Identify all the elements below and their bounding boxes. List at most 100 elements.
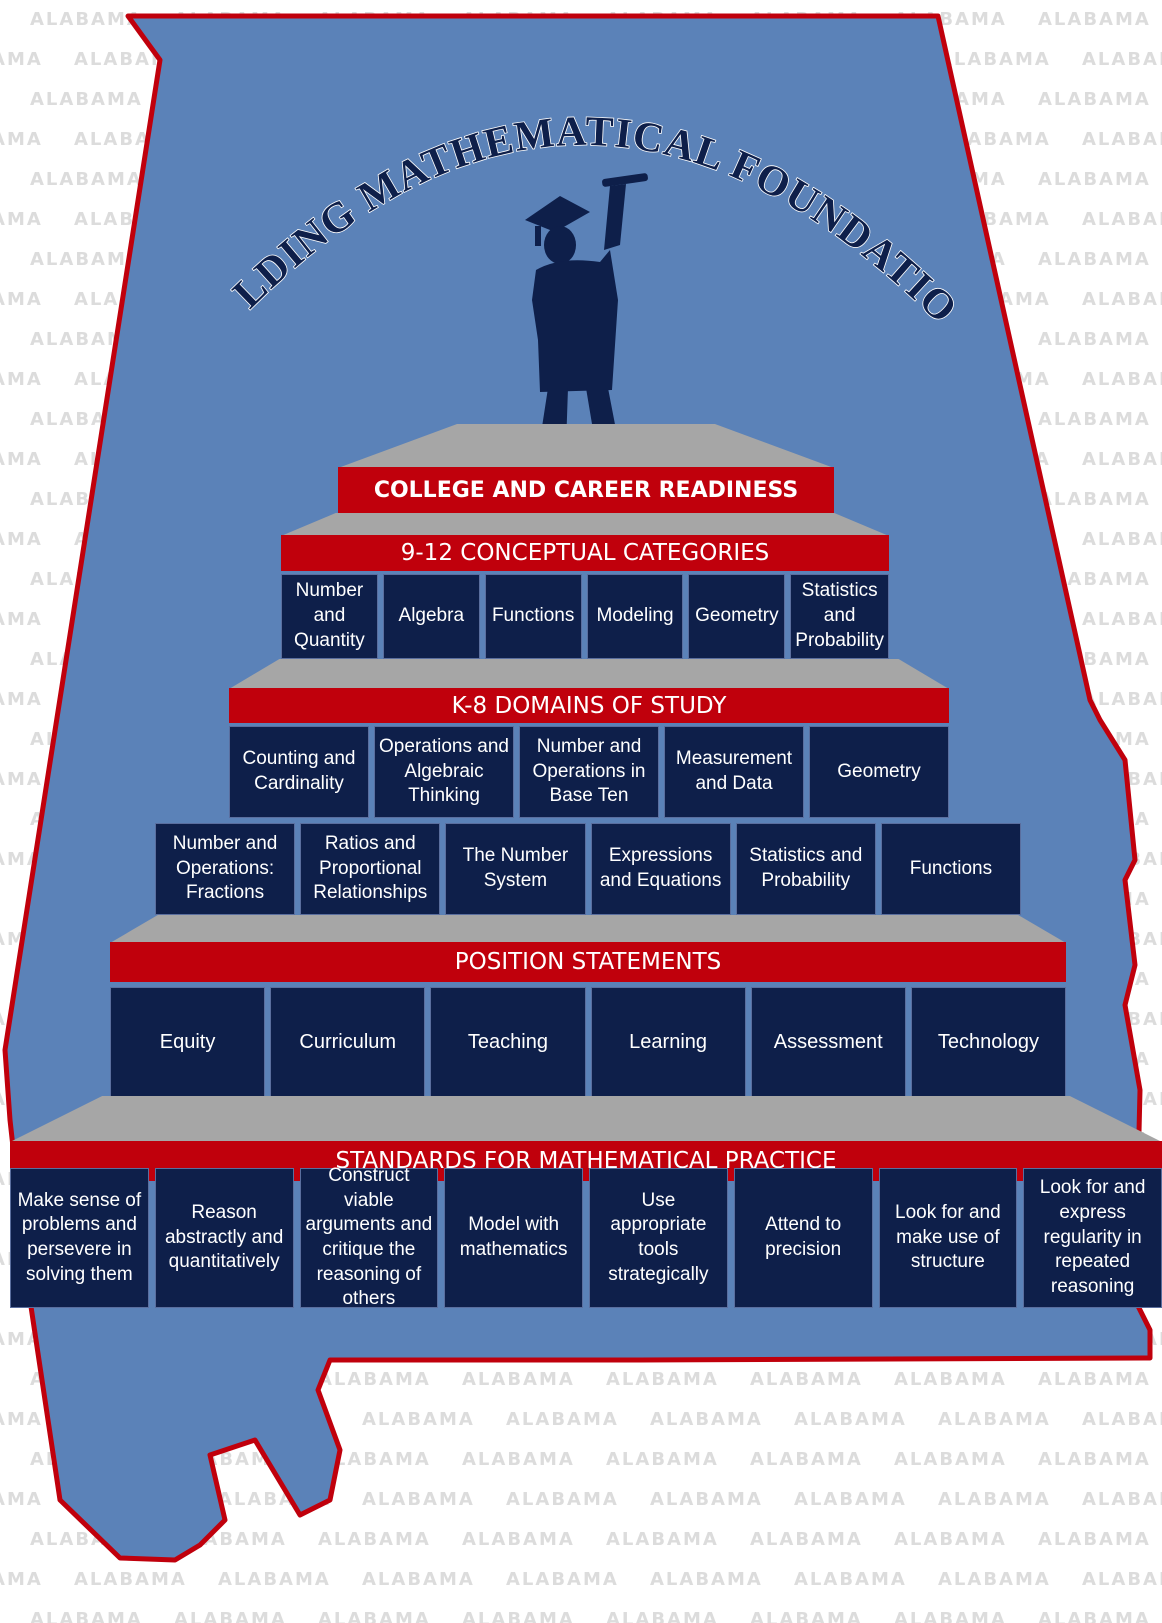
math-practice-box: Model with mathematics: [444, 1168, 583, 1308]
watermark-text: ALABAMA: [1082, 1569, 1162, 1590]
watermark-text: ALABAMA: [174, 1609, 287, 1623]
watermark-text: ALABAMA: [894, 1609, 1007, 1623]
title-arc: BUILDING MATHEMATICAL FOUNDATIONS: [0, 0, 966, 334]
watermark-text: ALABAMA: [318, 1369, 431, 1390]
watermark-text: ALABAMA: [362, 1569, 475, 1590]
watermark-text: ALABAMA: [0, 1489, 43, 1510]
watermark-text: ALABAMA: [1082, 1409, 1162, 1430]
watermark-text: ALABAMA: [462, 1609, 575, 1623]
watermark-text: ALABAMA: [650, 1409, 763, 1430]
math-practice-box: Construct viable arguments and critique …: [299, 1165, 439, 1309]
college-career-readiness-band: COLLEGE AND CAREER READINESS: [338, 467, 834, 513]
position-statement-box: Learning: [590, 987, 746, 1097]
standards-practice-row: Make sense of problems and persevere in …: [10, 1165, 1162, 1309]
watermark-text: ALABAMA: [1082, 369, 1162, 390]
watermark-text: ALABAMA: [0, 769, 43, 790]
k8-domain-box: Geometry: [809, 726, 949, 818]
k8-domain-box: Ratios and Proportional Relationships: [300, 823, 441, 915]
watermark-text: ALABAMA: [750, 1369, 863, 1390]
watermark-text: ALABAMA: [0, 609, 43, 630]
watermark-text: ALABAMA: [1038, 489, 1151, 510]
watermark-text: ALABAMA: [794, 1569, 907, 1590]
watermark-text: ALABAMA: [30, 89, 143, 110]
watermark-text: ALABAMA: [74, 1569, 187, 1590]
position-statements-band: POSITION STATEMENTS: [110, 942, 1066, 982]
watermark-text: ALABAMA: [1038, 249, 1151, 270]
watermark-text: ALABAMA: [606, 1529, 719, 1550]
watermark-text: ALABAMA: [794, 1489, 907, 1510]
watermark-text: ALABAMA: [1038, 89, 1151, 110]
position-statement-box: Equity: [110, 987, 266, 1097]
math-practice-box: Attend to precision: [733, 1168, 873, 1308]
watermark-text: ALABAMA: [750, 1609, 863, 1623]
watermark-text: ALABAMA: [1038, 409, 1151, 430]
watermark-text: ALABAMA: [1038, 169, 1151, 190]
watermark-text: ALABAMA: [0, 1329, 43, 1350]
watermark-text: ALABAMA: [894, 1369, 1007, 1390]
watermark-text: ALABAMA: [938, 1409, 1051, 1430]
k8-domain-box: Operations and Algebraic Thinking: [374, 726, 514, 818]
watermark-text: ALABAMA: [938, 49, 1051, 70]
k8-domain-box: Number and Operations: Fractions: [155, 823, 296, 915]
watermark-text: ALABAMA: [30, 9, 143, 30]
watermark-text: ALABAMA: [462, 1449, 575, 1470]
watermark-text: ALABAMA: [0, 529, 43, 550]
watermark-text: ALABAMA: [1038, 1369, 1151, 1390]
watermark-text: ALABAMA: [1082, 49, 1162, 70]
watermark-text: ALABAMA: [0, 369, 43, 390]
watermark-text: ALABAMA: [318, 1609, 431, 1623]
conceptual-category-box: Geometry: [688, 574, 786, 659]
watermark-text: ALABAMA: [1038, 1449, 1151, 1470]
watermark-text: ALABAMA: [0, 849, 43, 870]
watermark-text: ALABAMA: [0, 1569, 43, 1590]
watermark-text: ALABAMA: [462, 1529, 575, 1550]
watermark-text: ALABAMA: [30, 169, 143, 190]
conceptual-categories-band: 9-12 CONCEPTUAL CATEGORIES: [281, 535, 889, 571]
conceptual-category-box: Functions: [484, 574, 582, 659]
watermark-text: ALABAMA: [750, 1449, 863, 1470]
watermark-text: ALABAMA: [606, 1369, 719, 1390]
watermark-text: ALABAMA: [1082, 289, 1162, 310]
watermark-text: ALABAMA: [1082, 529, 1162, 550]
pyramid-step-practice: [10, 1096, 1162, 1142]
watermark-text: ALABAMA: [606, 1449, 719, 1470]
watermark-text: ALABAMA: [1082, 689, 1162, 710]
graduate-silhouette-icon: [525, 173, 648, 448]
conceptual-category-box: Algebra: [382, 574, 480, 659]
pyramid-step-conceptual: [281, 513, 889, 536]
k8-domain-box: Number and Operations in Base Ten: [519, 726, 659, 818]
watermark-text: ALABAMA: [794, 1409, 907, 1430]
conceptual-category-box: Number and Quantity: [281, 574, 378, 659]
position-statement-box: Teaching: [430, 987, 586, 1097]
k8-domain-box: Expressions and Equations: [590, 823, 731, 915]
watermark-text: ALABAMA: [0, 129, 43, 150]
pyramid-step-domains: [229, 659, 949, 689]
watermark-text: ALABAMA: [362, 1409, 475, 1430]
watermark-text: ALABAMA: [894, 1449, 1007, 1470]
watermark-text: ALABAMA: [894, 1529, 1007, 1550]
math-practice-box: Make sense of problems and persevere in …: [10, 1168, 149, 1308]
watermark-text: ALABAMA: [462, 1369, 575, 1390]
watermark-text: ALABAMA: [0, 209, 43, 230]
conceptual-category-box: Statistics and Probability: [790, 574, 890, 659]
watermark-text: ALABAMA: [938, 1569, 1051, 1590]
watermark-text: ALABAMA: [506, 1569, 619, 1590]
watermark-text: ALABAMA: [1082, 209, 1162, 230]
watermark-text: ALABAMA: [0, 449, 43, 470]
watermark-text: ALABAMA: [318, 1449, 431, 1470]
watermark-text: ALABAMA: [506, 1489, 619, 1510]
watermark-text: ALABAMA: [1038, 1529, 1151, 1550]
math-practice-box: Look for and make use of structure: [878, 1168, 1018, 1308]
watermark-text: ALABAMA: [650, 1569, 763, 1590]
watermark-text: ALABAMA: [938, 1489, 1051, 1510]
position-statement-box: Technology: [910, 987, 1067, 1097]
k8-domain-box: Functions: [880, 823, 1022, 915]
math-practice-box: Use appropriate tools strategically: [589, 1168, 728, 1308]
watermark-text: ALABAMA: [1082, 129, 1162, 150]
watermark-text: ALABAMA: [1038, 9, 1151, 30]
pyramid-step-position: [110, 915, 1066, 943]
watermark-text: ALABAMA: [1038, 1609, 1151, 1623]
conceptual-category-box: Modeling: [586, 574, 684, 659]
math-practice-box: Reason abstractly and quantitatively: [154, 1168, 294, 1308]
